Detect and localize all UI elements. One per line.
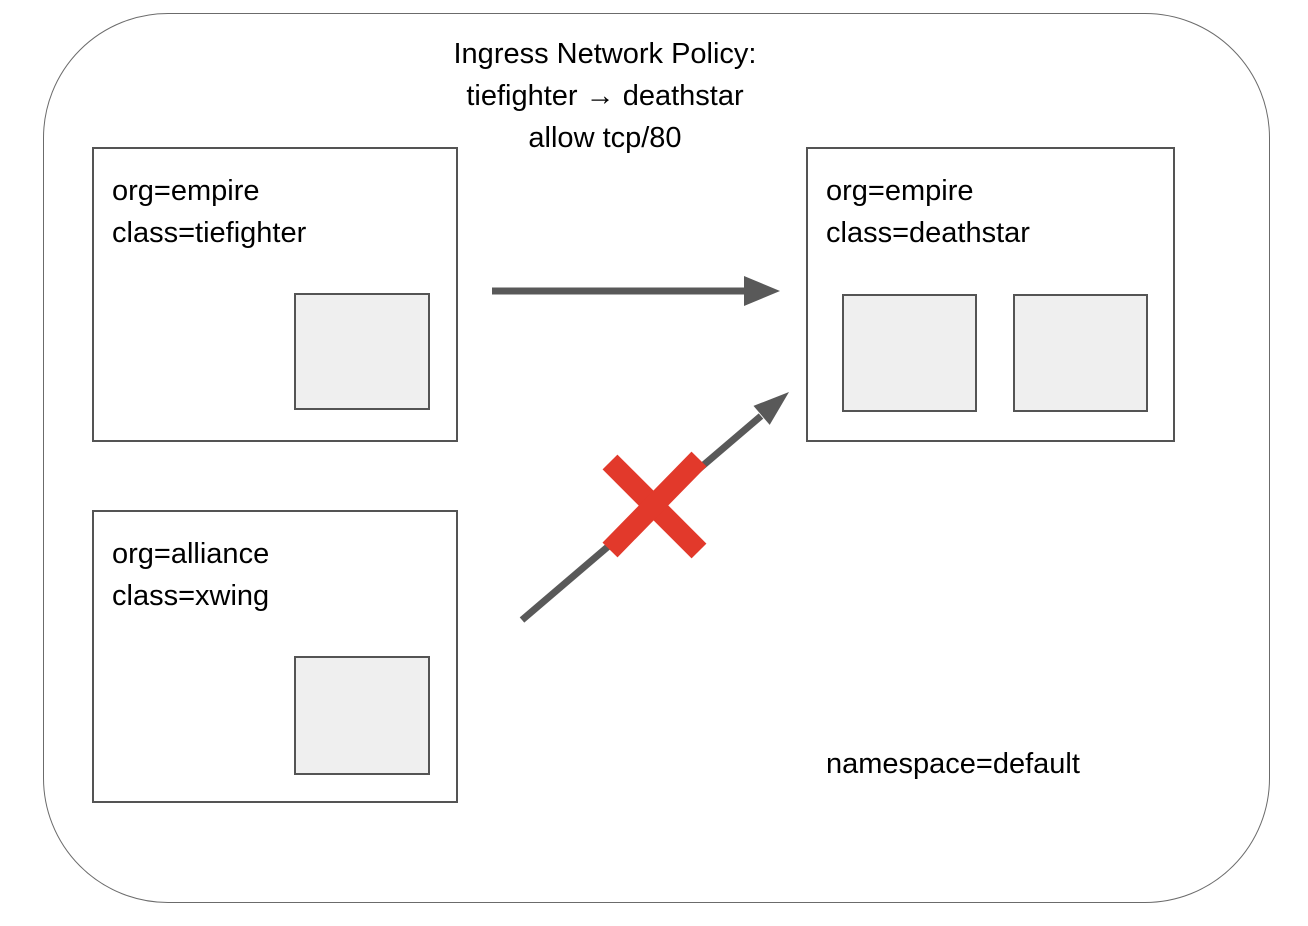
label-class: class=deathstar [826,217,1030,249]
title-line-2: tiefighter → deathstar [466,80,744,112]
title-line-3: allow tcp/80 [528,122,682,154]
node-xwing-label: org=alliance class=xwing [112,533,269,617]
label-org: org=empire [826,175,974,207]
node-xwing: org=alliance class=xwing [92,510,458,803]
label-class: class=xwing [112,580,270,612]
diagram-title: Ingress Network Policy: tiefighter → dea… [305,33,905,159]
label-org: org=empire [112,175,260,207]
namespace-boundary [43,13,1270,903]
namespace-label: namespace=default [826,748,1080,780]
deathstar-pod-square-1 [842,294,977,412]
tiefighter-pod-square [294,293,430,410]
deathstar-pod-square-2 [1013,294,1148,412]
node-deathstar: org=empire class=deathstar [806,147,1175,442]
node-tiefighter: org=empire class=tiefighter [92,147,458,442]
xwing-pod-square [294,656,430,775]
title-line-1: Ingress Network Policy: [453,38,757,70]
node-deathstar-label: org=empire class=deathstar [826,170,1030,254]
label-class: class=tiefighter [112,217,307,249]
label-org: org=alliance [112,538,270,570]
node-tiefighter-label: org=empire class=tiefighter [112,170,306,254]
